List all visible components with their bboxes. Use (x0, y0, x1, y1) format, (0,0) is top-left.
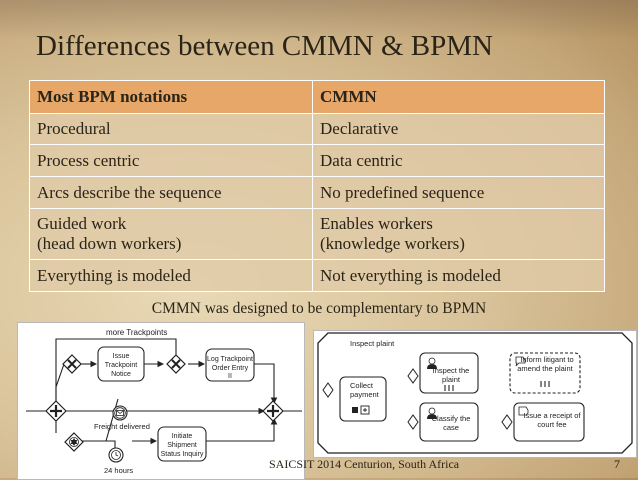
message-event-icon (112, 405, 128, 421)
task-log-trackpoint: Log Trackpoint Order Entry II (205, 348, 255, 382)
cell-cmmn: Declarative (312, 113, 605, 145)
table-row: Procedural Declarative (29, 113, 605, 145)
entry-criterion-icon (501, 414, 513, 430)
parallel-gateway-icon (45, 400, 67, 422)
bpmn-diagram: more Trackpoints Issue Trackpoint Notice (17, 322, 305, 480)
cell-bpm: Arcs describe the sequence (29, 176, 313, 209)
repetition-icon (444, 385, 454, 391)
task-initiate-shipment: Initiate Shipment Status Inquiry (157, 426, 207, 462)
svg-text:amend the plaint: amend the plaint (517, 364, 573, 373)
svg-text:payment: payment (350, 390, 380, 399)
table-row: Process centric Data centric (29, 144, 605, 177)
human-task-icon (427, 407, 437, 419)
blocking-task-icon (515, 356, 526, 367)
bpmn-diagram-svg: more Trackpoints Issue Trackpoint Notice (26, 328, 302, 475)
svg-text:Status Inquiry: Status Inquiry (161, 451, 204, 458)
task-classify-case: Classify the case (419, 402, 479, 442)
svg-text:Issue a receipt of: Issue a receipt of (523, 411, 581, 420)
svg-text:Collect: Collect (350, 381, 374, 390)
multi-instance-icon: II (228, 373, 232, 380)
parallel-gateway-icon (262, 400, 284, 422)
event-freight-label: Freight delivered (94, 422, 150, 431)
svg-text:Inspect the: Inspect the (433, 366, 470, 375)
timer-event-icon (108, 447, 124, 463)
repetition-icon (540, 381, 550, 387)
svg-text:court fee: court fee (537, 420, 566, 429)
task-issue-receipt: Issue a receipt of court fee (513, 402, 585, 442)
exclusive-gateway-icon (166, 354, 186, 374)
cmmn-diagram-svg: Inspect plaint Collect payment Inspect t… (317, 332, 633, 454)
loop-label: more Trackpoints (106, 328, 167, 337)
table-header-row: Most BPM notations CMMN (29, 80, 605, 114)
svg-text:Trackpoint: Trackpoint (105, 362, 137, 369)
loop-flow (55, 338, 177, 411)
page-number: 7 (614, 457, 620, 471)
svg-text:Initiate: Initiate (172, 433, 193, 440)
entry-criterion-icon (407, 414, 419, 430)
event-timer-label: 24 hours (104, 466, 133, 475)
task-issue-trackpoint: Issue Trackpoint Notice (97, 346, 145, 382)
caption-text: CMMN was designed to be complementary to… (151, 300, 487, 317)
cell-cmmn: Not everything is modeled (312, 259, 605, 292)
svg-text:Inspect plaint: Inspect plaint (350, 339, 395, 348)
cell-bpm: Everything is modeled (29, 259, 313, 292)
svg-text:Inform litigant to: Inform litigant to (520, 355, 573, 364)
svg-text:Order Entry: Order Entry (212, 365, 249, 372)
svg-text:Notice: Notice (111, 371, 131, 378)
header-cell-cmmn: CMMN (312, 80, 605, 114)
exclusive-gateway-icon (62, 354, 82, 374)
svg-text:plaint: plaint (442, 375, 461, 384)
entry-criterion-icon (407, 368, 419, 384)
header-cell-bpm: Most BPM notations (29, 80, 313, 114)
cell-bpm: Procedural (29, 113, 313, 145)
svg-text:Issue: Issue (113, 353, 130, 360)
human-task-icon (427, 357, 437, 369)
cell-bpm: Guided work (head down workers) (29, 208, 313, 260)
task-type-icon (518, 406, 529, 416)
cell-cmmn: Enables workers (knowledge workers) (312, 208, 605, 260)
cmmn-diagram: Inspect plaint Collect payment Inspect t… (313, 330, 637, 458)
task-inform-litigant: Inform litigant to amend the plaint (509, 352, 581, 394)
manual-activation-icon (352, 407, 358, 413)
svg-text:Classify the: Classify the (432, 414, 471, 423)
footer-text: SAICSIT 2014 Centurion, South Africa (269, 457, 460, 471)
task-collect-payment: Collect payment (339, 376, 387, 422)
cell-cmmn: Data centric (312, 144, 605, 177)
cell-cmmn: No predefined sequence (312, 176, 605, 209)
event-gateway-icon (64, 432, 84, 452)
comparison-table: Most BPM notations CMMN Procedural Decla… (29, 80, 605, 292)
table-row: Everything is modeled Not everything is … (29, 259, 605, 292)
svg-text:case: case (443, 423, 459, 432)
table-row: Arcs describe the sequence No predefined… (29, 176, 605, 209)
cell-bpm: Process centric (29, 144, 313, 177)
background-paper-edge (0, 0, 638, 40)
svg-text:Log Trackpoint: Log Trackpoint (207, 356, 253, 363)
task-inspect-plaint: Inspect the plaint (419, 352, 479, 394)
svg-text:Shipment: Shipment (167, 442, 197, 449)
entry-criterion-icon (322, 382, 334, 398)
slide-title: Differences between CMMN & BPMN (36, 30, 493, 62)
table-row: Guided work (head down workers) Enables … (29, 208, 605, 260)
